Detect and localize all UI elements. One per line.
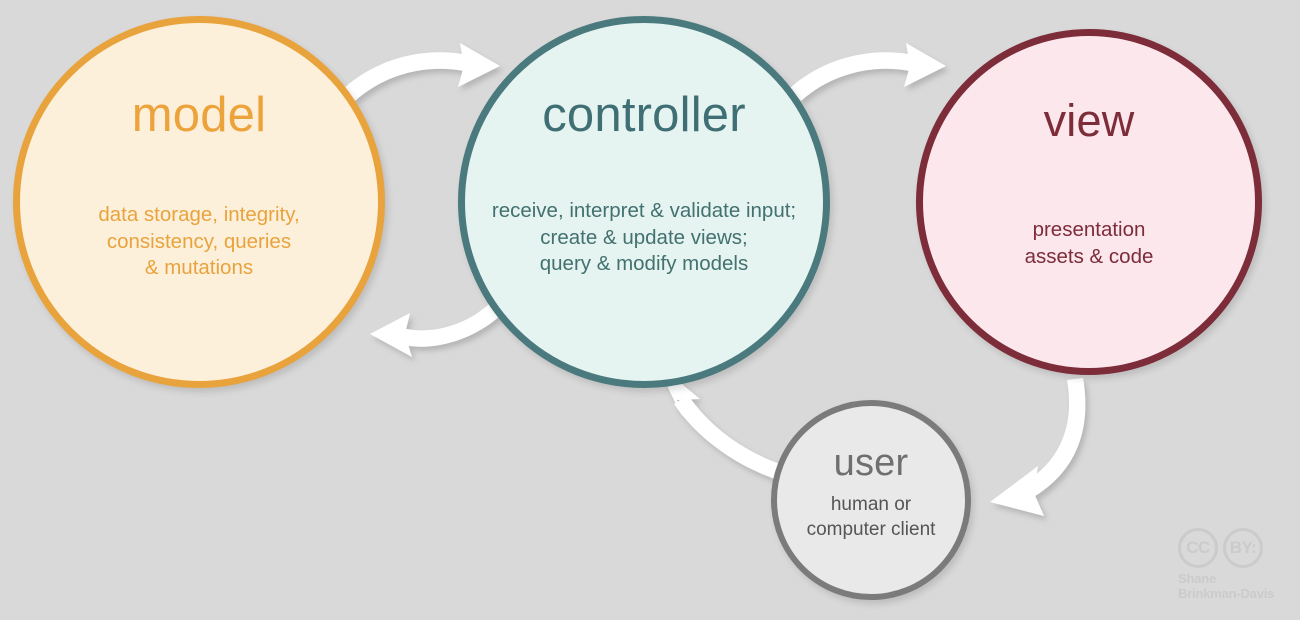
node-view-title: view	[1043, 95, 1135, 146]
license-badge[interactable]: CC BY: Shane Brinkman-Davis	[1178, 528, 1290, 606]
node-controller-body: receive, interpret & validate input; cre…	[491, 199, 797, 276]
node-model-body: data storage, integrity, consistency, qu…	[98, 203, 300, 280]
arrow-controller-to-view	[790, 43, 946, 101]
creative-commons-icon: CC	[1178, 528, 1218, 568]
arrow-view-to-user	[990, 378, 1086, 516]
arrow-model-to-controller	[344, 43, 500, 101]
arrow-controller-to-model	[370, 303, 500, 357]
cc-marks: CC BY:	[1178, 528, 1290, 568]
node-view-body: presentation assets & code	[1024, 218, 1154, 268]
node-user-body: human or computer client	[806, 494, 936, 540]
node-view[interactable]: view presentation assets & code	[916, 29, 1262, 375]
node-user-title: user	[833, 442, 909, 484]
license-author: Shane Brinkman-Davis	[1178, 571, 1275, 601]
node-controller[interactable]: controller receive, interpret & validate…	[458, 16, 830, 388]
node-model-title: model	[131, 88, 267, 142]
node-user[interactable]: user human or computer client	[771, 400, 971, 600]
node-model[interactable]: model data storage, integrity, consisten…	[13, 16, 385, 388]
node-controller-title: controller	[542, 88, 746, 142]
attribution-by-icon: BY:	[1223, 528, 1263, 568]
